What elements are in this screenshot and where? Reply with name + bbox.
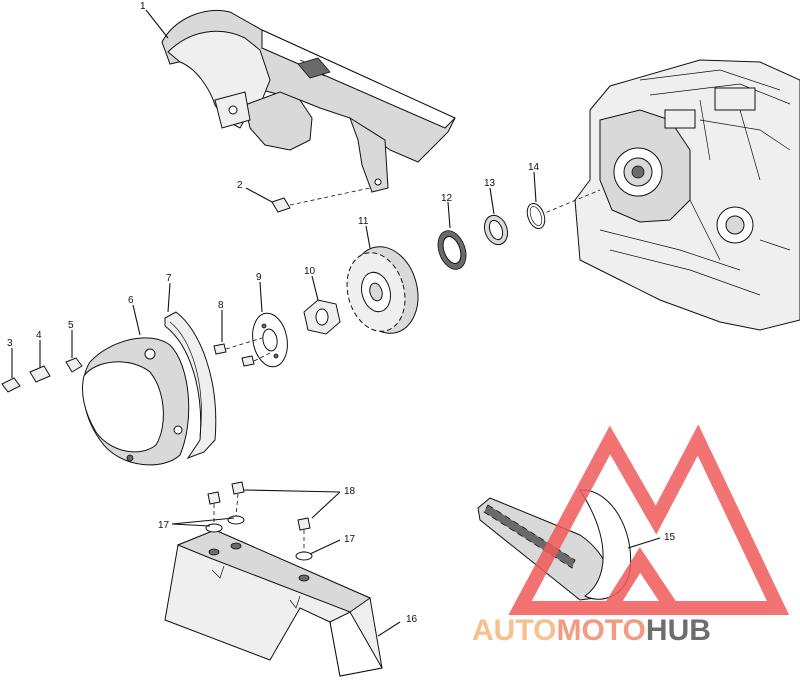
callout-8: 8 [218,300,224,311]
hex-nut-part-10 [303,299,341,335]
callout-11: 11 [358,216,369,227]
watermark-hub: HUB [646,614,711,647]
callout-9: 9 [256,272,262,283]
bolt-part-4 [29,365,51,383]
lower-guard-part-16 [164,529,383,677]
callout-15: 15 [664,532,676,543]
bolt-part-2 [271,187,371,213]
callout-6: 6 [128,295,134,306]
spacer-ring-part-12 [437,230,467,270]
callout-16: 16 [406,614,418,625]
screws-part-8 [213,337,273,367]
watermark-moto: MOTO [556,614,645,647]
drive-sprocket-part-11 [346,246,419,334]
callout-4: 4 [36,330,42,341]
bolt-part-3 [1,377,21,393]
upper-belt-cover [161,10,456,193]
callout-17-left: 17 [158,520,170,531]
nut-part-5 [65,357,83,373]
sprocket-cover-part-6 [82,337,190,466]
watermark-wordmark: AUTOMOTOHUB [472,614,711,647]
callout-5: 5 [68,320,74,331]
callout-13: 13 [484,178,496,189]
seal-part-13 [483,214,509,246]
callout-14: 14 [528,162,540,173]
engine-assembly [539,59,800,331]
callout-numbers: 1 2 3 4 5 6 7 8 9 10 11 12 13 14 15 16 1… [7,1,676,625]
watermark-logo: AUTOMOTOHUB [472,424,790,647]
callout-18: 18 [344,486,356,497]
screws-part-18 [207,481,311,552]
callout-3: 3 [7,338,13,349]
callout-17-right: 17 [344,534,356,545]
washer-plate-part-9 [252,312,288,368]
callout-12: 12 [441,193,453,204]
watermark-triangle-mark [508,424,790,615]
o-ring-part-14 [526,202,546,230]
callout-1: 1 [140,1,146,12]
callout-2: 2 [237,180,243,191]
gasket-part-7 [164,311,217,460]
callout-10: 10 [304,266,316,277]
callout-7: 7 [166,273,172,284]
leader-lines [11,9,661,637]
watermark-auto: AUTO [472,614,556,647]
